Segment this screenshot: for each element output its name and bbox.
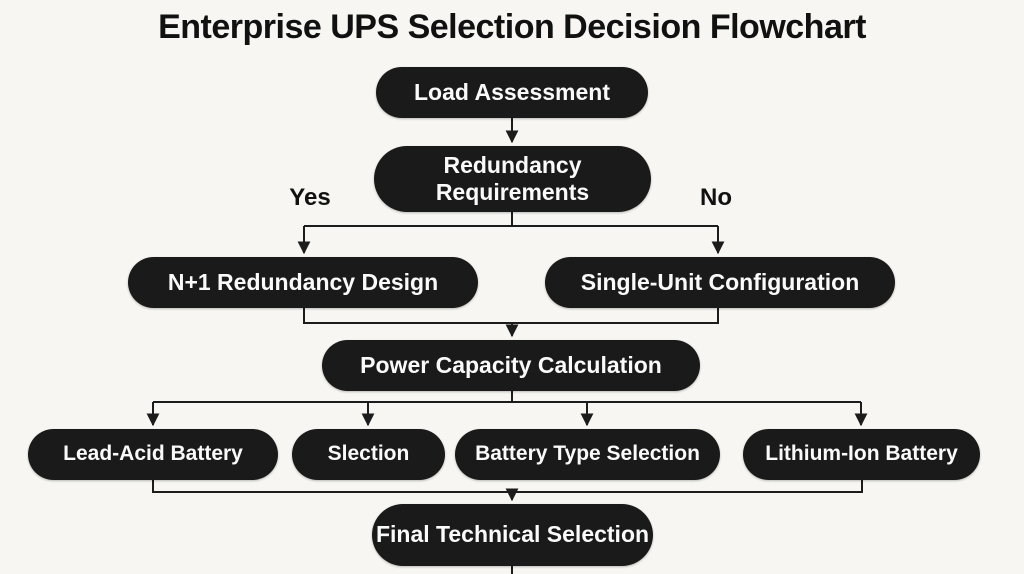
node-load-assessment: Load Assessment xyxy=(376,67,648,118)
node-lead-acid-battery: Lead-Acid Battery xyxy=(28,429,278,480)
edge-label-no: No xyxy=(700,184,732,211)
node-n1-redundancy-design: N+1 Redundancy Design xyxy=(128,257,478,308)
node-redundancy-requirements: Redundancy Requirements xyxy=(374,146,651,212)
edge-merge-rail-final xyxy=(152,480,863,493)
edge-merge-rail-power xyxy=(303,308,719,324)
edge-fanout-rail xyxy=(153,390,861,403)
edge-label-yes: Yes xyxy=(289,184,331,211)
node-single-unit-configuration: Single-Unit Configuration xyxy=(545,257,895,308)
node-lithium-ion-battery: Lithium-Ion Battery xyxy=(743,429,980,480)
node-battery-type-selection: Battery Type Selection xyxy=(455,429,720,480)
node-power-capacity-calculation: Power Capacity Calculation xyxy=(322,340,700,391)
edge-redundancy-split-rail xyxy=(304,212,718,227)
node-slection: Slection xyxy=(292,429,445,480)
node-final-technical-selection: Final Technical Selection xyxy=(372,504,653,566)
page-title: Enterprise UPS Selection Decision Flowch… xyxy=(158,8,866,46)
